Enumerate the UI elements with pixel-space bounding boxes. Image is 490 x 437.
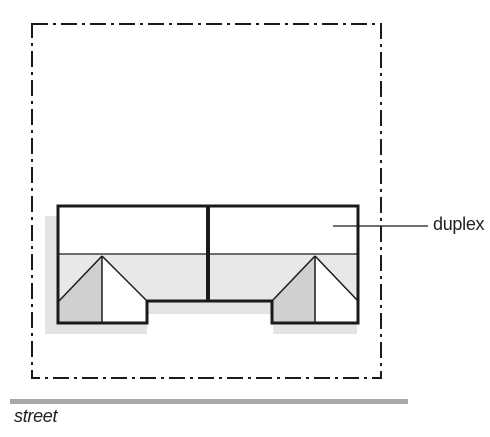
street-label: street — [14, 406, 58, 426]
duplex-outline — [56, 204, 360, 325]
street-line — [10, 399, 408, 404]
left-gable-shade — [58, 256, 102, 323]
duplex-building — [56, 204, 360, 325]
right-gable-shade — [272, 256, 315, 323]
duplex-label: duplex — [433, 214, 485, 234]
right-gable-light — [315, 256, 358, 323]
property-boundary — [31, 23, 382, 379]
left-gable-light — [102, 256, 147, 323]
